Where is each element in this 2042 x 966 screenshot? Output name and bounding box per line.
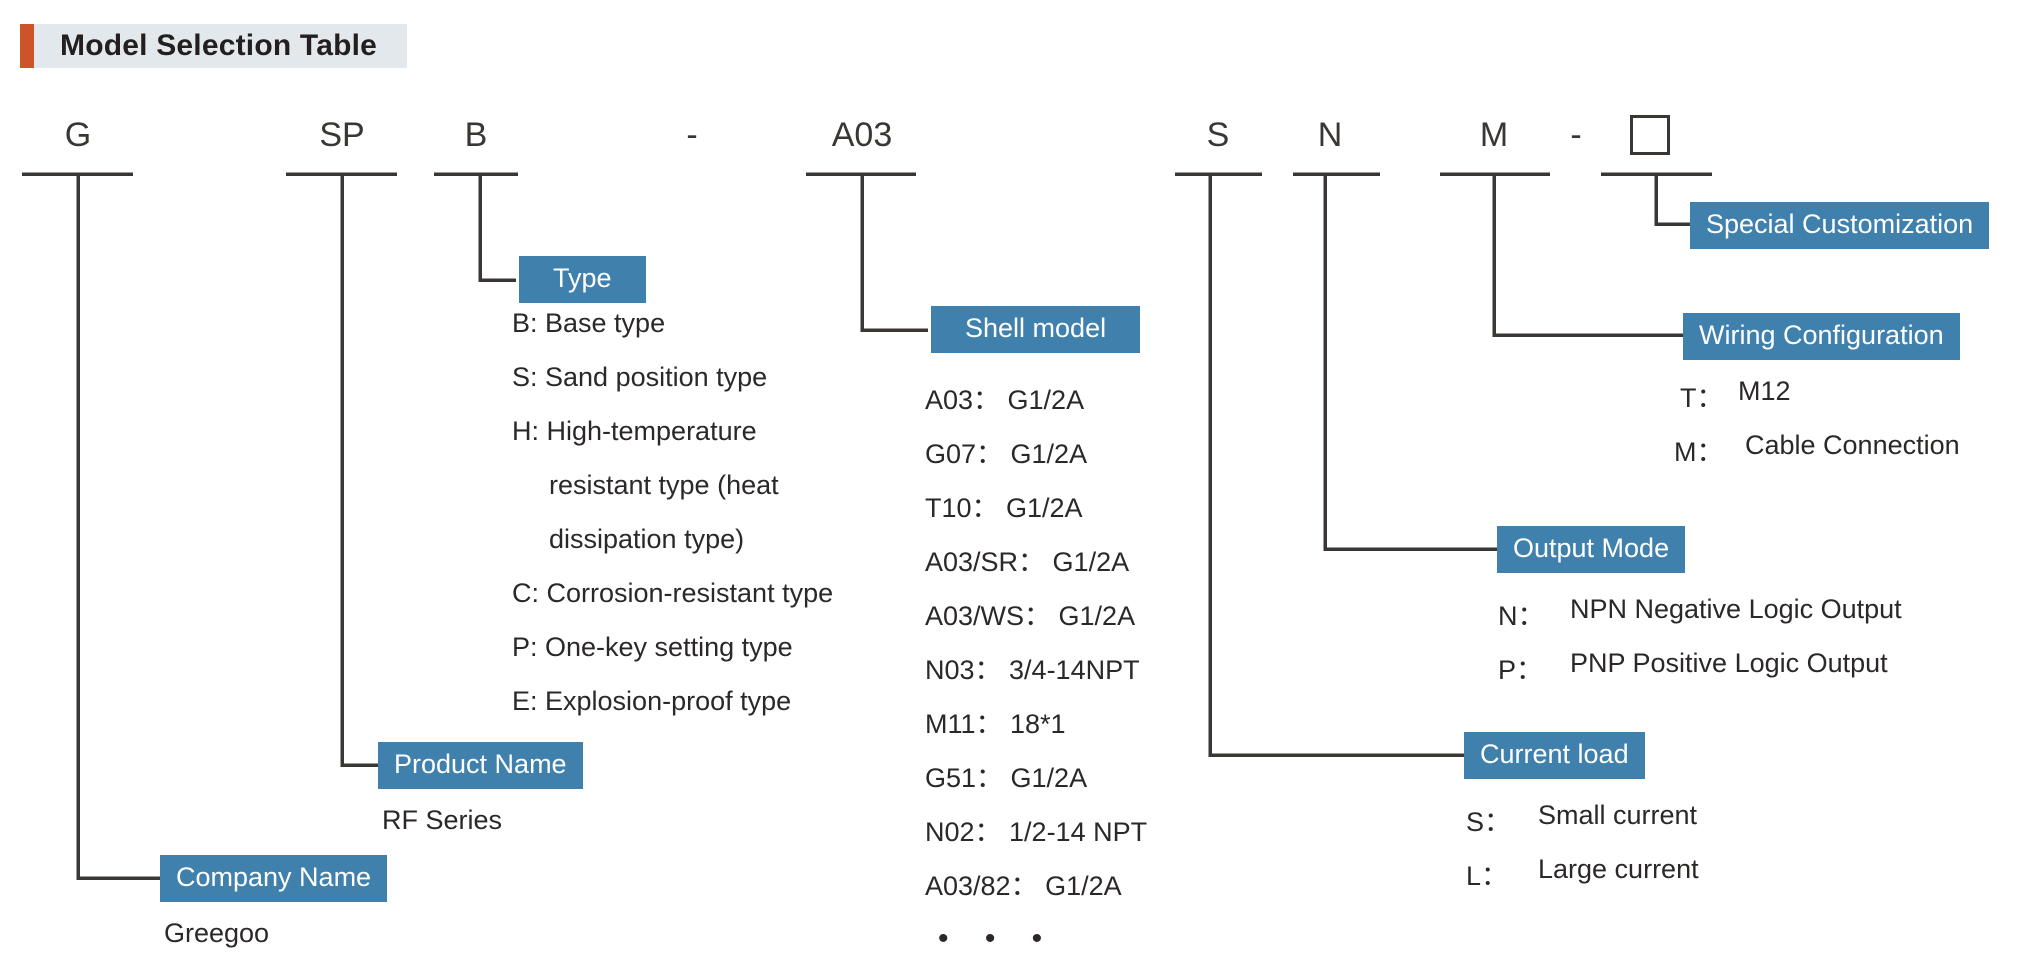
chip-special-customization: Special Customization [1690,202,1990,249]
chip-output-mode: Output Mode [1497,526,1686,573]
type-option-h-line2: resistant type (heat [549,470,779,500]
page-title: Model Selection Table [60,29,378,62]
shell-option-a03-82: A03/82： G1/2A [925,871,1122,901]
header-plate: Model Selection Table [34,24,408,68]
current-option-l-key: L： [1466,861,1509,891]
code-segment-product: SP [319,116,365,154]
output-option-n-value: NPN Negative Logic Output [1570,594,1902,624]
chip-shell-model: Shell model [931,306,1141,353]
code-segment-special-placeholder-box [1630,115,1670,155]
shell-option-n03: N03： 3/4-14NPT [925,655,1140,685]
code-separator-dash-2: - [1570,116,1582,154]
output-option-n-key: N： [1498,601,1545,631]
wiring-option-t-value: M12 [1738,376,1791,406]
type-option-h-line3: dissipation type) [549,524,745,554]
type-option-p: P: One-key setting type [512,632,793,662]
shell-option-a03-sr: A03/SR： G1/2A [925,547,1130,577]
chip-type: Type [519,256,646,303]
output-option-p-value: PNP Positive Logic Output [1570,648,1888,678]
wiring-option-m-value: Cable Connection [1745,430,1960,460]
code-segment-current: S [1206,116,1230,154]
code-segment-output: N [1317,116,1343,154]
code-separator-dash-1: - [686,116,698,154]
type-options: B: Base type S: Sand position type H: Hi… [512,308,833,717]
chip-current-load: Current load [1464,732,1645,779]
chip-company-name: Company Name [160,855,388,902]
shell-model-more-indicator: • • • [938,922,1057,955]
company-name-value: Greegoo [164,918,270,948]
type-option-s: S: Sand position type [512,362,768,392]
type-option-b: B: Base type [512,308,666,338]
wiring-option-m-key: M： [1674,437,1724,467]
chip-wiring-configuration: Wiring Configuration [1683,313,1960,360]
wiring-option-t-key: T： [1680,383,1724,413]
shell-option-a03: A03： G1/2A [925,385,1085,415]
shell-option-n02: N02： 1/2-14 NPT [925,817,1148,847]
type-option-c: C: Corrosion-resistant type [512,578,834,608]
code-segment-wiring: M [1479,116,1509,154]
output-option-p-key: P： [1498,655,1544,685]
type-option-h: H: High-temperature [512,416,757,446]
current-option-l-value: Large current [1538,854,1699,884]
code-segment-type: B [464,116,488,154]
page-header: Model Selection Table [20,24,408,68]
code-segment-company: G [64,116,92,154]
shell-option-g51: G51： G1/2A [925,763,1088,793]
chip-product-name: Product Name [378,742,583,789]
header-accent-bar [20,24,34,68]
shell-option-a03-ws: A03/WS： G1/2A [925,601,1136,631]
current-option-s-value: Small current [1538,800,1698,830]
shell-option-m11: M11： 18*1 [925,709,1066,739]
type-option-e: E: Explosion-proof type [512,686,792,716]
product-name-value: RF Series [382,805,503,835]
shell-model-options: A03： G1/2A G07： G1/2A T10： G1/2A A03/SR：… [925,378,1147,903]
shell-option-g07: G07： G1/2A [925,439,1088,469]
code-segment-shell: A03 [831,116,893,154]
current-option-s-key: S： [1466,807,1512,837]
shell-option-t10: T10： G1/2A [925,493,1083,523]
